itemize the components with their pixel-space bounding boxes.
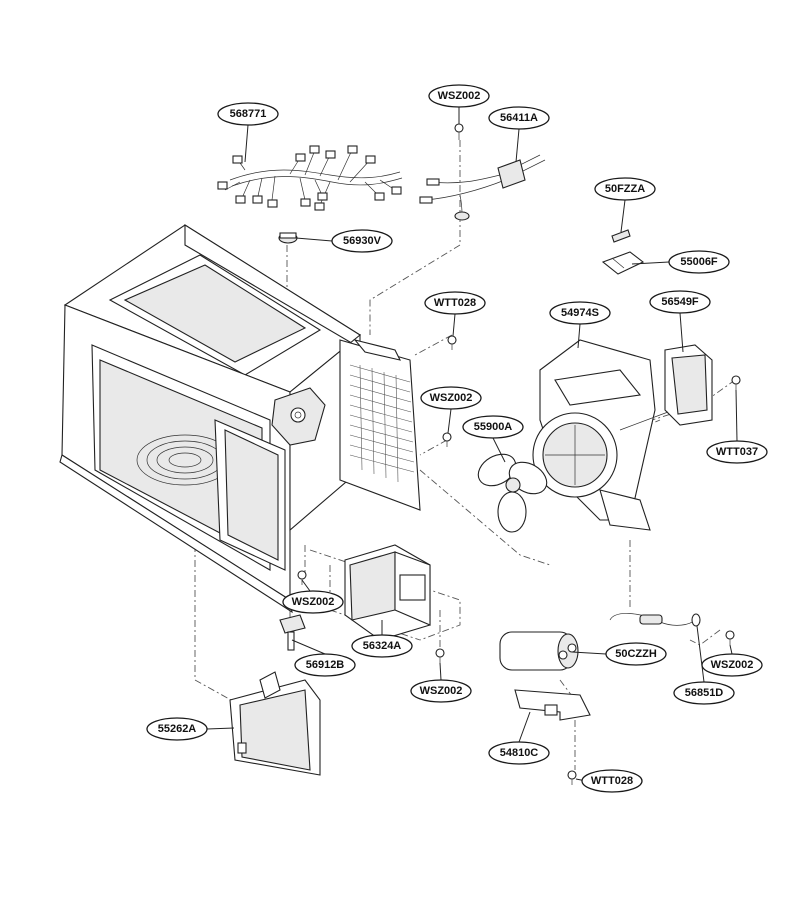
part-label-55900a: 55900A [462,415,524,439]
svg-text:54810C: 54810C [500,747,539,759]
part-label-wsz002-right: WSZ002 [701,653,763,677]
svg-text:56549F: 56549F [661,296,699,308]
svg-text:WSZ002: WSZ002 [430,392,473,404]
screw-icon [731,375,741,390]
fan-motor-part [619,344,713,431]
diode-part [609,613,701,627]
part-number-labels: 568771 WSZ002 56411A 50FZZA 56930V 55006… [146,84,768,793]
screws [297,123,741,785]
screw-icon [567,770,577,785]
thermal-wire-assembly-part [419,154,546,221]
part-label-56411a: 56411A [488,106,550,130]
capacitor-bracket-part [514,689,591,721]
svg-text:54974S: 54974S [561,307,599,319]
part-label-54974s: 54974S [549,301,611,325]
svg-text:WSZ002: WSZ002 [438,90,481,102]
screw-icon [297,570,307,585]
part-label-wsz002-top: WSZ002 [428,84,490,108]
bracket-part [229,671,321,776]
part-label-wsz002-mid: WSZ002 [420,386,482,410]
svg-text:55900A: 55900A [474,421,513,433]
back-panel-part [339,339,421,511]
fuse-holder-part [601,251,645,275]
wire-harness-part [217,145,403,211]
thermal-cutout-part [278,232,298,244]
part-label-56851d: 56851D [673,681,735,705]
screw-icon [435,648,445,663]
oven-cavity-part [59,224,361,614]
svg-text:55006F: 55006F [680,256,718,268]
fuse-part [611,229,631,243]
svg-text:56324A: 56324A [363,640,402,652]
svg-text:56930V: 56930V [343,235,382,247]
part-label-56324a: 56324A [351,634,413,658]
svg-text:50FZZA: 50FZZA [605,183,645,195]
screw-icon [447,335,457,350]
part-label-56930v: 56930V [331,229,393,253]
svg-text:56912B: 56912B [306,659,345,671]
svg-text:WSZ002: WSZ002 [711,659,754,671]
capacitor-part [499,631,579,671]
part-label-wtt037: WTT037 [706,440,768,464]
part-label-50fzza: 50FZZA [594,177,656,201]
svg-text:568771: 568771 [230,108,267,120]
part-label-wtt028-bottom: WTT028 [581,769,643,793]
screw-icon [442,432,452,447]
svg-text:WTT028: WTT028 [591,775,633,787]
part-label-55262a: 55262A [146,717,208,741]
lamp-socket-part [279,614,306,651]
fan-blade-part [477,453,548,533]
leader-lines [206,107,738,782]
part-label-wsz002-left: WSZ002 [282,590,344,614]
screw-icon [454,123,464,140]
part-label-55006f: 55006F [668,250,730,274]
svg-text:50CZZH: 50CZZH [615,648,657,660]
part-label-56549f: 56549F [649,290,711,314]
screw-icon [725,630,735,645]
svg-text:WTT037: WTT037 [716,446,758,458]
svg-text:WSZ002: WSZ002 [292,596,335,608]
fan-duct-part [532,339,656,531]
part-label-50czzh: 50CZZH [605,642,667,666]
svg-text:55262A: 55262A [158,723,197,735]
part-label-wsz002-bottom: WSZ002 [410,679,472,703]
svg-text:WTT028: WTT028 [434,297,476,309]
part-label-56912b: 56912B [294,653,356,677]
svg-text:WSZ002: WSZ002 [420,685,463,697]
part-label-568771: 568771 [217,102,279,126]
svg-text:56411A: 56411A [500,112,538,124]
part-label-54810c: 54810C [488,741,550,765]
part-label-wtt028-mid: WTT028 [424,291,486,315]
magnetron-part [344,544,431,641]
svg-text:56851D: 56851D [685,687,724,699]
